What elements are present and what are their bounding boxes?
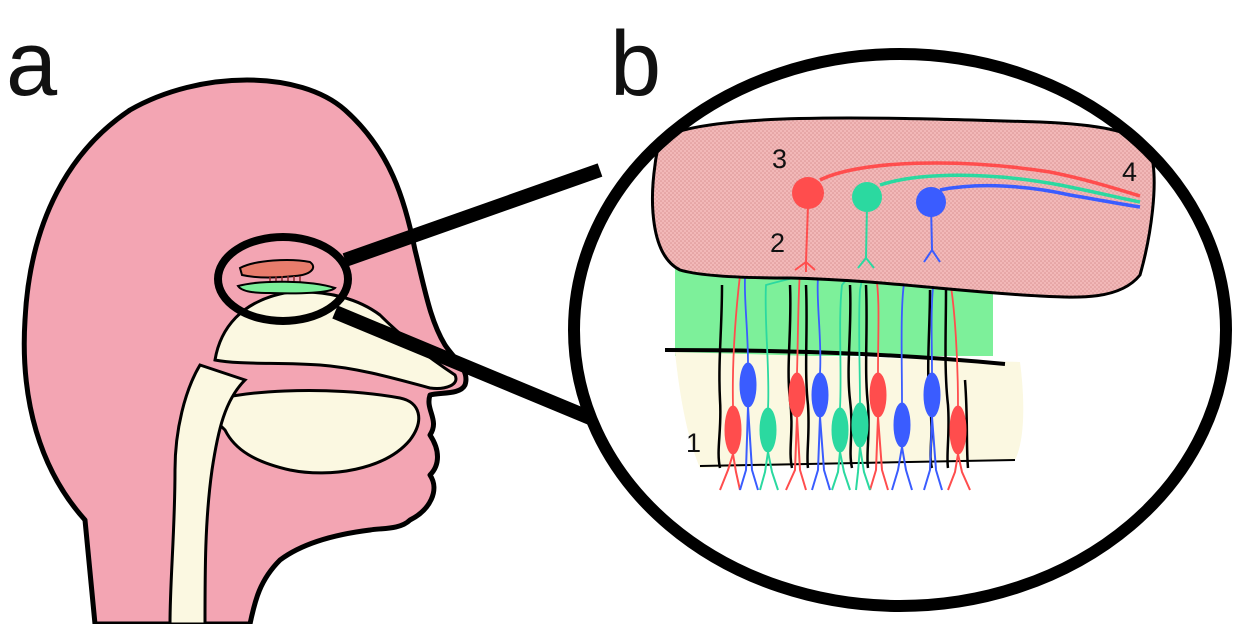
mitral-cell-green xyxy=(852,182,882,212)
panel-label-a: a xyxy=(6,13,58,115)
head-profile xyxy=(24,80,466,624)
mitral-cell-blue xyxy=(916,187,946,217)
panel-label-b: b xyxy=(610,13,661,115)
callout-2: 2 xyxy=(770,228,785,258)
callout-1: 1 xyxy=(686,428,701,458)
mitral-cell-red xyxy=(792,177,824,209)
olfactory-bulb xyxy=(653,118,1155,297)
callout-3: 3 xyxy=(772,144,787,174)
callout-4: 4 xyxy=(1122,157,1137,187)
